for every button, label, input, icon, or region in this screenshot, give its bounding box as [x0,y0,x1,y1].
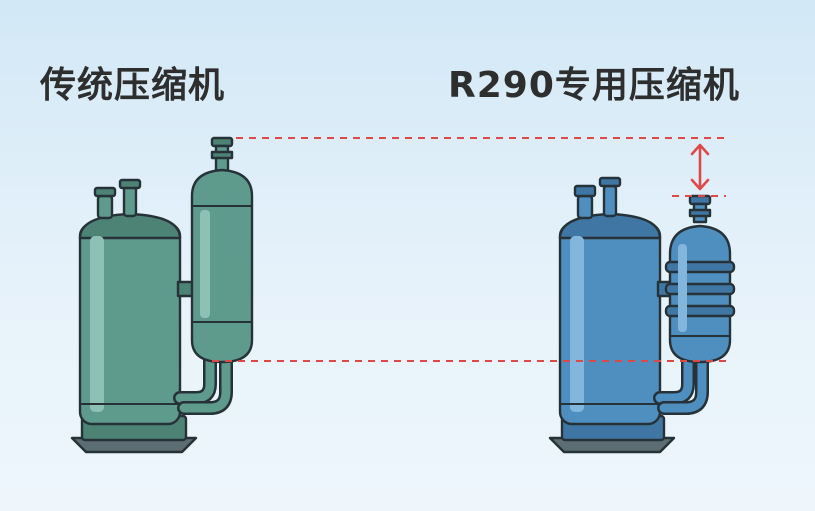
r290-main-body [558,212,662,426]
height-difference-arrow-icon [690,143,710,191]
traditional-compressor [70,136,254,454]
traditional-accumulator [190,136,254,364]
traditional-compressor-title: 传统压缩机 [40,65,226,106]
traditional-top-fittings [93,178,142,220]
r290-top-fittings [573,176,622,220]
r290-accumulator [664,194,736,364]
r290-compressor [548,176,736,454]
traditional-main-body [78,212,182,426]
r290-pipes [653,280,709,415]
r290-compressor-title: R290专用压缩机 [448,65,740,106]
height-reference-lines [212,137,726,362]
